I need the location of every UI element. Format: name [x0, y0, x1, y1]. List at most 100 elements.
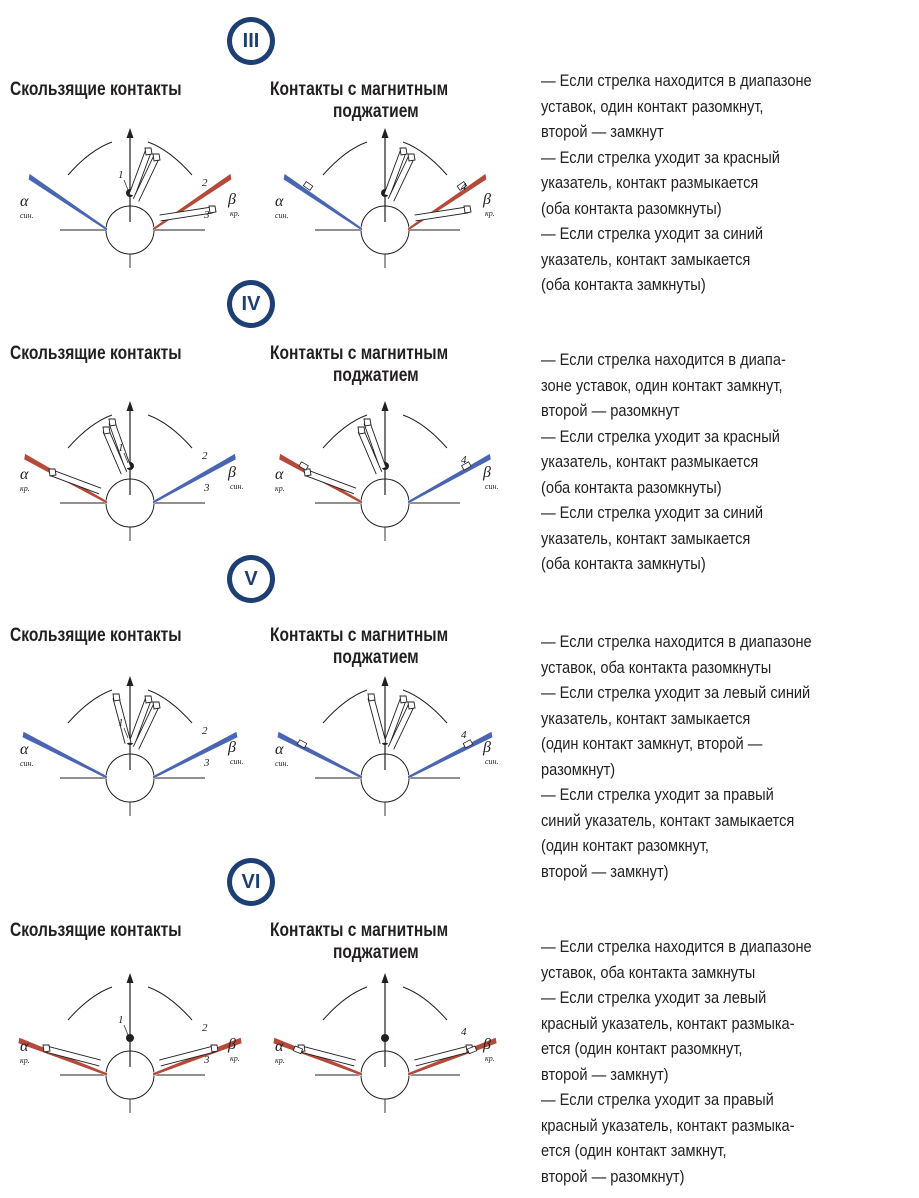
moving-contact-upper-2-tip	[152, 701, 161, 710]
badge-iii: III	[227, 17, 275, 65]
desc-line: (оба контакта разомкнуты)	[541, 198, 722, 218]
beta-symbol: β	[482, 739, 491, 756]
desc-line: — Если стрелка находится в диапа-	[541, 350, 786, 369]
desc-line: красный указатель, контакт размыка-	[541, 1013, 795, 1033]
section-iv: IV Скользящие контакты Контакты с магнит…	[0, 280, 919, 573]
title-magnetic-contacts-line1: Контакты с магнитным	[270, 625, 449, 646]
desc-line: — Если стрелка уходит за красный	[541, 147, 780, 167]
beta-symbol: β	[482, 1036, 491, 1053]
desc-line: (оба контакта разомкнуты)	[541, 477, 722, 497]
alpha-symbol: α	[20, 466, 29, 483]
scale-arc-left	[322, 689, 368, 724]
moving-contact-upper-2-tip	[102, 426, 111, 435]
badge-label: V	[244, 567, 258, 590]
alpha-subscript: кр.	[20, 484, 30, 493]
desc-line: ется (один контакт замкнут,	[541, 1141, 727, 1160]
fixed-contact-left-tip	[48, 468, 57, 477]
callout-3: 3	[203, 209, 210, 221]
fixed-contact-right-tip	[210, 1044, 219, 1053]
alpha-subscript: син.	[275, 759, 289, 768]
moving-contact-upper-2-tip	[152, 153, 161, 162]
moving-contact-left-tip	[367, 693, 376, 702]
magnet-right	[462, 739, 474, 749]
description-iv: — Если стрелка находится в диапа- зоне у…	[541, 347, 919, 577]
indicator-arrow-head	[126, 128, 134, 138]
desc-line: второй — замкнут)	[541, 1064, 669, 1084]
beta-subscript: кр.	[485, 209, 495, 218]
desc-line: ется (один контакт разомкнут,	[541, 1039, 743, 1058]
callout-1: 1	[118, 169, 124, 181]
beta-symbol: β	[227, 1036, 236, 1053]
scale-arc-right	[402, 414, 448, 449]
description-v: — Если стрелка находится в диапазоне уст…	[541, 629, 919, 884]
beta-symbol: β	[482, 191, 491, 208]
scale-arc-right	[147, 141, 193, 176]
right-setpoint-pointer	[407, 173, 487, 232]
moving-contact-left-tip	[112, 693, 121, 702]
beta-symbol: β	[227, 191, 236, 208]
beta-subscript: син.	[485, 757, 499, 766]
beta-symbol: β	[227, 464, 236, 481]
scale-arc-right	[402, 986, 448, 1021]
desc-line: указатель, контакт замыкается	[541, 708, 751, 728]
moving-contact-upper-tip	[144, 147, 153, 156]
desc-line: — Если стрелка находится в диапазоне	[541, 937, 812, 956]
indicator-arrow-head	[381, 128, 389, 138]
title-magnetic-contacts-line1: Контакты с магнитным	[270, 79, 449, 100]
alpha-subscript: син.	[275, 211, 289, 220]
beta-subscript: син.	[230, 482, 244, 491]
moving-contact-upper-tip	[399, 147, 408, 156]
badge-label: IV	[241, 292, 261, 315]
desc-line: разомкнут)	[541, 759, 616, 779]
callout-4: 4	[461, 729, 467, 741]
indicator-arrow-head	[126, 401, 134, 411]
desc-line: — Если стрелка уходит за красный	[541, 426, 780, 446]
alpha-symbol: α	[20, 193, 29, 210]
leader-1	[123, 727, 129, 739]
indicator-arrow-head	[381, 401, 389, 411]
callout-3: 3	[203, 482, 210, 494]
arrow-pivot-dot	[126, 1034, 134, 1042]
left-setpoint-pointer	[22, 731, 108, 780]
desc-line: (один контакт замкнут, второй —	[541, 734, 763, 753]
moving-contact-upper-tip	[108, 418, 117, 427]
left-setpoint-pointer	[283, 173, 363, 232]
scale-arc-right	[147, 689, 193, 724]
callout-1: 1	[118, 442, 124, 454]
desc-line: — Если стрелка находится в диапазоне	[541, 71, 812, 90]
badge-label: III	[242, 29, 260, 52]
moving-contact-upper-2-tip	[407, 701, 416, 710]
beta-subscript: син.	[230, 757, 244, 766]
desc-line: указатель, контакт замыкается	[541, 528, 751, 548]
magnet-left	[296, 739, 308, 749]
alpha-subscript: син.	[20, 759, 34, 768]
magnet-left	[292, 1045, 304, 1055]
fixed-contact-right-tip	[463, 205, 472, 214]
beta-subscript: кр.	[230, 1054, 240, 1063]
desc-line: — Если стрелка уходит за правый	[541, 1090, 774, 1109]
title-sliding-contacts: Скользящие контакты	[10, 920, 182, 941]
leader-1	[123, 1024, 129, 1036]
desc-line: указатель, контакт замыкается	[541, 249, 751, 269]
desc-line: второй — разомкнут)	[541, 1166, 685, 1186]
scale-arc-left	[322, 986, 368, 1021]
desc-line: — Если стрелка уходит за левый	[541, 988, 767, 1007]
description-iii: — Если стрелка находится в диапазоне уст…	[541, 68, 919, 298]
scale-arc-left	[67, 141, 113, 176]
magnet-right	[456, 181, 468, 191]
description-vi: — Если стрелка находится в диапазоне уст…	[541, 934, 919, 1189]
title-magnetic-contacts-line2: поджатием	[333, 365, 419, 386]
desc-line: — Если стрелка уходит за синий	[541, 224, 764, 243]
fixed-contact-left	[50, 469, 102, 495]
section-vi: VI Скользящие контакты Контакты с магнит…	[0, 840, 919, 1198]
magnet-left	[298, 461, 309, 471]
desc-line: (один контакт разомкнут,	[541, 836, 709, 855]
arrow-pivot-dot	[381, 1034, 389, 1042]
desc-line: уставок, один контакт разомкнут,	[541, 96, 764, 116]
beta-subscript: син.	[485, 482, 499, 491]
